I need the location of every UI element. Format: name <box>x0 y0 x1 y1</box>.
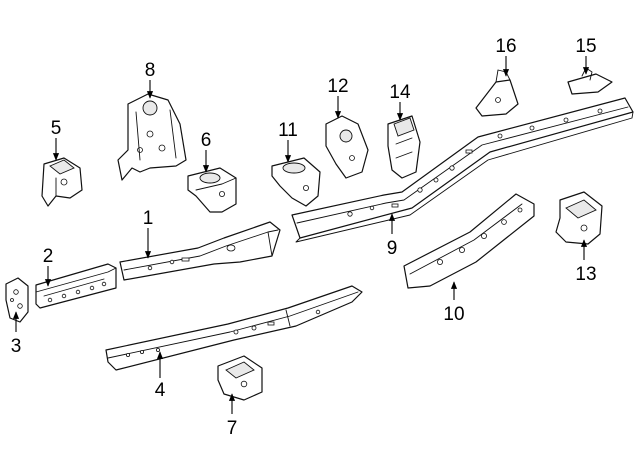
callout-3: 3 <box>11 336 22 357</box>
callout-5: 5 <box>51 118 62 139</box>
part-8-large-bracket <box>117 93 187 181</box>
callout-labels: 1 2 3 4 5 6 7 8 9 10 11 12 13 14 15 16 <box>11 36 597 439</box>
part-6-mount-bracket <box>187 167 237 213</box>
callout-leaders <box>12 56 590 414</box>
callout-2: 2 <box>43 246 54 267</box>
callout-4: 4 <box>155 380 166 401</box>
part-12-bracket <box>325 115 369 179</box>
part-4-lower-frame-rail <box>105 285 363 371</box>
callout-10: 10 <box>443 304 464 325</box>
part-15-small-mount <box>567 67 613 95</box>
callout-14: 14 <box>389 82 411 103</box>
part-2-frame-extension <box>35 263 117 309</box>
callout-16: 16 <box>495 36 516 57</box>
callout-12: 12 <box>327 76 348 97</box>
part-1-frame-rail-section <box>119 221 281 281</box>
callout-9: 9 <box>387 238 398 259</box>
callout-1: 1 <box>143 208 154 229</box>
callout-15: 15 <box>575 36 596 57</box>
part-13-rear-bracket <box>555 191 603 245</box>
callout-7: 7 <box>227 418 238 439</box>
part-5-mount-bracket <box>41 157 83 207</box>
part-14-bracket <box>387 115 421 179</box>
part-7-lower-mount-bracket <box>217 355 263 401</box>
part-9-frame-rail <box>291 97 634 243</box>
part-3-bracket-plate <box>5 277 29 323</box>
callout-6: 6 <box>201 130 212 151</box>
callout-8: 8 <box>145 60 156 81</box>
part-11-mount-bracket <box>271 157 321 207</box>
callout-13: 13 <box>575 264 596 285</box>
part-16-small-mount <box>475 69 519 117</box>
callout-11: 11 <box>278 120 298 141</box>
part-10-crossmember <box>403 193 535 289</box>
